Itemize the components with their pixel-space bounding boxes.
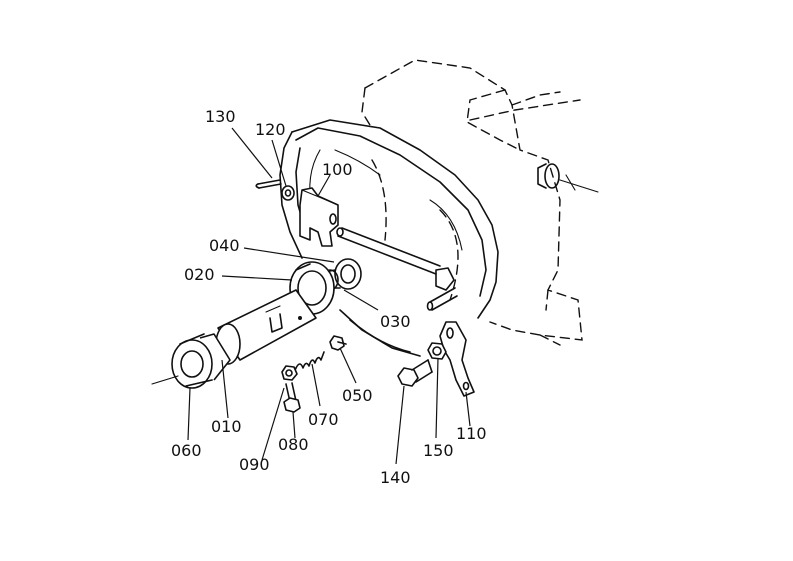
- release-shaft: [336, 227, 458, 311]
- callout-130: 130: [205, 107, 236, 126]
- nut-090: [281, 365, 298, 381]
- split-pin-130: [255, 179, 282, 189]
- bearing-040: [321, 258, 362, 291]
- bell-housing: [279, 119, 499, 357]
- callout-150: 150: [423, 441, 454, 460]
- callout-labels: 130 120 100 040 020 030 050 070 080 090 …: [171, 107, 487, 487]
- spring-070: [293, 351, 325, 373]
- callout-020: 020: [184, 265, 215, 284]
- callout-110: 110: [456, 424, 487, 443]
- callout-040: 040: [209, 236, 240, 255]
- callout-140: 140: [380, 468, 411, 487]
- callout-010: 010: [211, 417, 242, 436]
- callout-090: 090: [239, 455, 270, 474]
- callout-030: 030: [380, 312, 411, 331]
- release-fork-100: [299, 187, 339, 247]
- release-hub-010: [215, 289, 317, 365]
- nut-150: [427, 342, 447, 360]
- callout-100: 100: [322, 160, 353, 179]
- bolt-080: [283, 382, 301, 413]
- lever-110: [439, 321, 475, 397]
- housing-outline: [361, 59, 583, 346]
- leader-lines: [187, 127, 471, 465]
- callout-060: 060: [171, 441, 202, 460]
- callout-050: 050: [342, 386, 373, 405]
- callout-120: 120: [255, 120, 286, 139]
- bolt-140: [397, 359, 433, 387]
- pilot-bearing-060: [151, 333, 231, 389]
- callout-070: 070: [308, 410, 339, 429]
- grease-fitting-050: [329, 335, 347, 351]
- callout-080: 080: [278, 435, 309, 454]
- washer-120: [281, 185, 295, 201]
- input-shaft-end: [537, 163, 599, 193]
